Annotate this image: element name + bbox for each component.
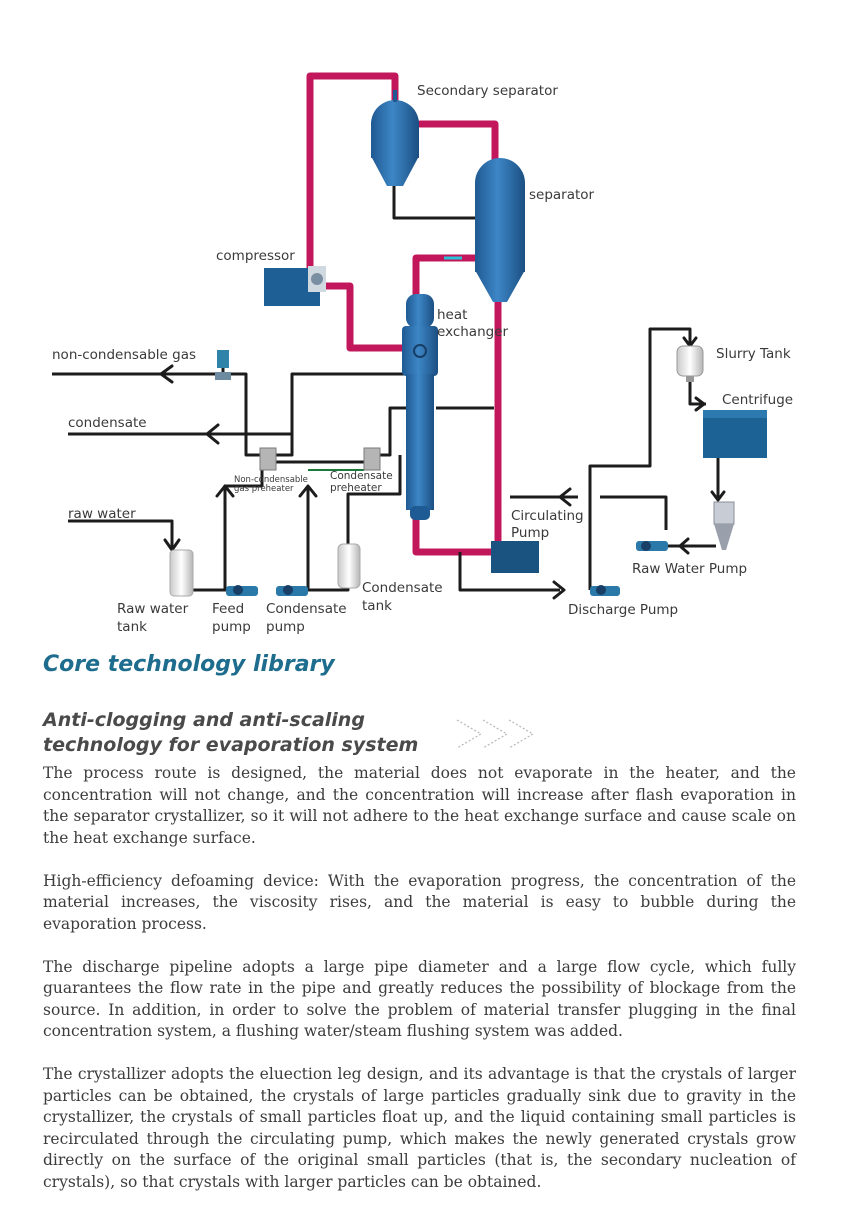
- arrow-cond-pump: [298, 484, 318, 498]
- circulating-pump-unit: [491, 541, 539, 573]
- label-condensate-pump-2: pump: [266, 619, 305, 635]
- label-condensate: condensate: [68, 415, 147, 431]
- pipe-exchanger-bottom-loop: [412, 511, 496, 556]
- arrow-condensate: [205, 423, 220, 445]
- label-raw-water-tank-2: tank: [117, 619, 147, 635]
- label-circulating-pump-2: Pump: [511, 525, 549, 541]
- condensate-pump-unit: [276, 585, 308, 596]
- separator-vessel: [475, 158, 525, 302]
- body-text: The process route is designed, the mater…: [43, 763, 796, 1215]
- arrow-feed: [215, 484, 235, 498]
- label-raw-water: raw water: [68, 506, 136, 522]
- raw-water-pump-unit: [636, 541, 668, 551]
- secondary-separator-vessel: [371, 90, 419, 186]
- chevron-decoration-icon: [456, 719, 535, 749]
- label-centrifuge: Centrifuge: [722, 392, 793, 408]
- arrow-circulating: [558, 487, 572, 507]
- pipe-secondary-to-compressor: [306, 72, 399, 276]
- label-circulating-pump-1: Circulating: [511, 508, 584, 524]
- label-condensate-tank-1: Condensate: [362, 580, 443, 596]
- centrifuge-unit: [703, 410, 767, 458]
- process-flow-diagram: Secondary separator separator compressor…: [52, 72, 793, 635]
- slurry-tank-unit: [676, 345, 704, 382]
- label-secondary-separator: Secondary separator: [417, 83, 558, 99]
- paragraph-3: The discharge pipeline adopts a large pi…: [43, 957, 796, 1041]
- pipe-compressor-to-exchanger: [322, 282, 412, 352]
- heat-exchanger-vessel: [402, 294, 438, 520]
- label-feed-pump-1: Feed: [212, 601, 244, 617]
- discharge-pump-unit: [590, 585, 620, 596]
- arrow-centrifuge-out: [710, 490, 726, 502]
- label-non-condensable-gas: non-condensable gas: [52, 347, 196, 363]
- label-condensate-preheater-1: Condensate: [330, 470, 393, 482]
- section-subtitle: Anti-clogging and anti-scaling technolog…: [43, 708, 463, 758]
- label-discharge-pump: Discharge Pump: [568, 602, 678, 618]
- line-condensate: [68, 372, 410, 436]
- cyclone-unit: [713, 501, 735, 550]
- pipe-exchanger-to-separator: [412, 254, 480, 300]
- paragraph-2: High-efficiency defoaming device: With t…: [43, 871, 796, 933]
- line-raw-water: [68, 519, 174, 548]
- paragraph-1: The process route is designed, the mater…: [43, 764, 796, 847]
- line-cond-return: [380, 406, 410, 457]
- core-technology-title: Core technology library: [43, 652, 335, 677]
- label-nc-gas-preheater-1: Non-condensable: [234, 475, 308, 485]
- label-feed-pump-2: pump: [212, 619, 251, 635]
- label-slurry-tank: Slurry Tank: [716, 346, 791, 362]
- line-discharge: [458, 552, 560, 592]
- condensate-preheater-unit: [363, 447, 381, 471]
- vent-valve: [215, 350, 231, 380]
- label-condensate-pump-1: Condensate: [266, 601, 347, 617]
- arrow-discharge: [552, 580, 566, 600]
- line-cond-tank: [308, 455, 402, 592]
- steam-pipes: [306, 72, 502, 556]
- condensate-tank-unit: [337, 543, 361, 589]
- label-separator: separator: [529, 187, 595, 203]
- line-raw-pump: [600, 495, 668, 530]
- section-subtitle-line1: Anti-clogging and anti-scaling: [43, 709, 365, 731]
- pipe-secondary-to-separator: [416, 120, 499, 164]
- section-subtitle-line2: technology for evaporation system: [43, 734, 419, 756]
- feed-pump-unit: [226, 585, 258, 596]
- label-exchanger: exchanger: [437, 324, 509, 340]
- flow-lines: [52, 186, 720, 592]
- compressor-unit: [264, 266, 326, 306]
- line-slurry-feed: [588, 327, 692, 590]
- label-raw-water-tank-1: Raw water: [117, 601, 189, 617]
- arrow-nc-gas: [159, 364, 174, 384]
- line-secondary-return: [392, 186, 478, 220]
- raw-water-tank-unit: [169, 549, 194, 597]
- label-condensate-preheater-2: preheater: [330, 482, 382, 494]
- line-nc-return: [276, 434, 294, 457]
- line-cond-pump: [290, 486, 310, 592]
- line-nc-gas: [52, 372, 260, 457]
- paragraph-4: The crystallizer adopts the eluection le…: [43, 1065, 796, 1191]
- label-raw-water-pump: Raw Water Pump: [632, 561, 747, 577]
- line-slurry-to-centrifuge: [688, 380, 706, 406]
- nc-gas-preheater-unit: [259, 447, 277, 471]
- label-nc-gas-preheater-2: gas preheater: [234, 484, 294, 494]
- label-condensate-tank-2: tank: [362, 598, 392, 614]
- arrow-centrifuge: [694, 396, 706, 412]
- arrow-raw-pump: [678, 537, 690, 555]
- label-compressor: compressor: [216, 248, 295, 264]
- label-heat: heat: [437, 307, 467, 323]
